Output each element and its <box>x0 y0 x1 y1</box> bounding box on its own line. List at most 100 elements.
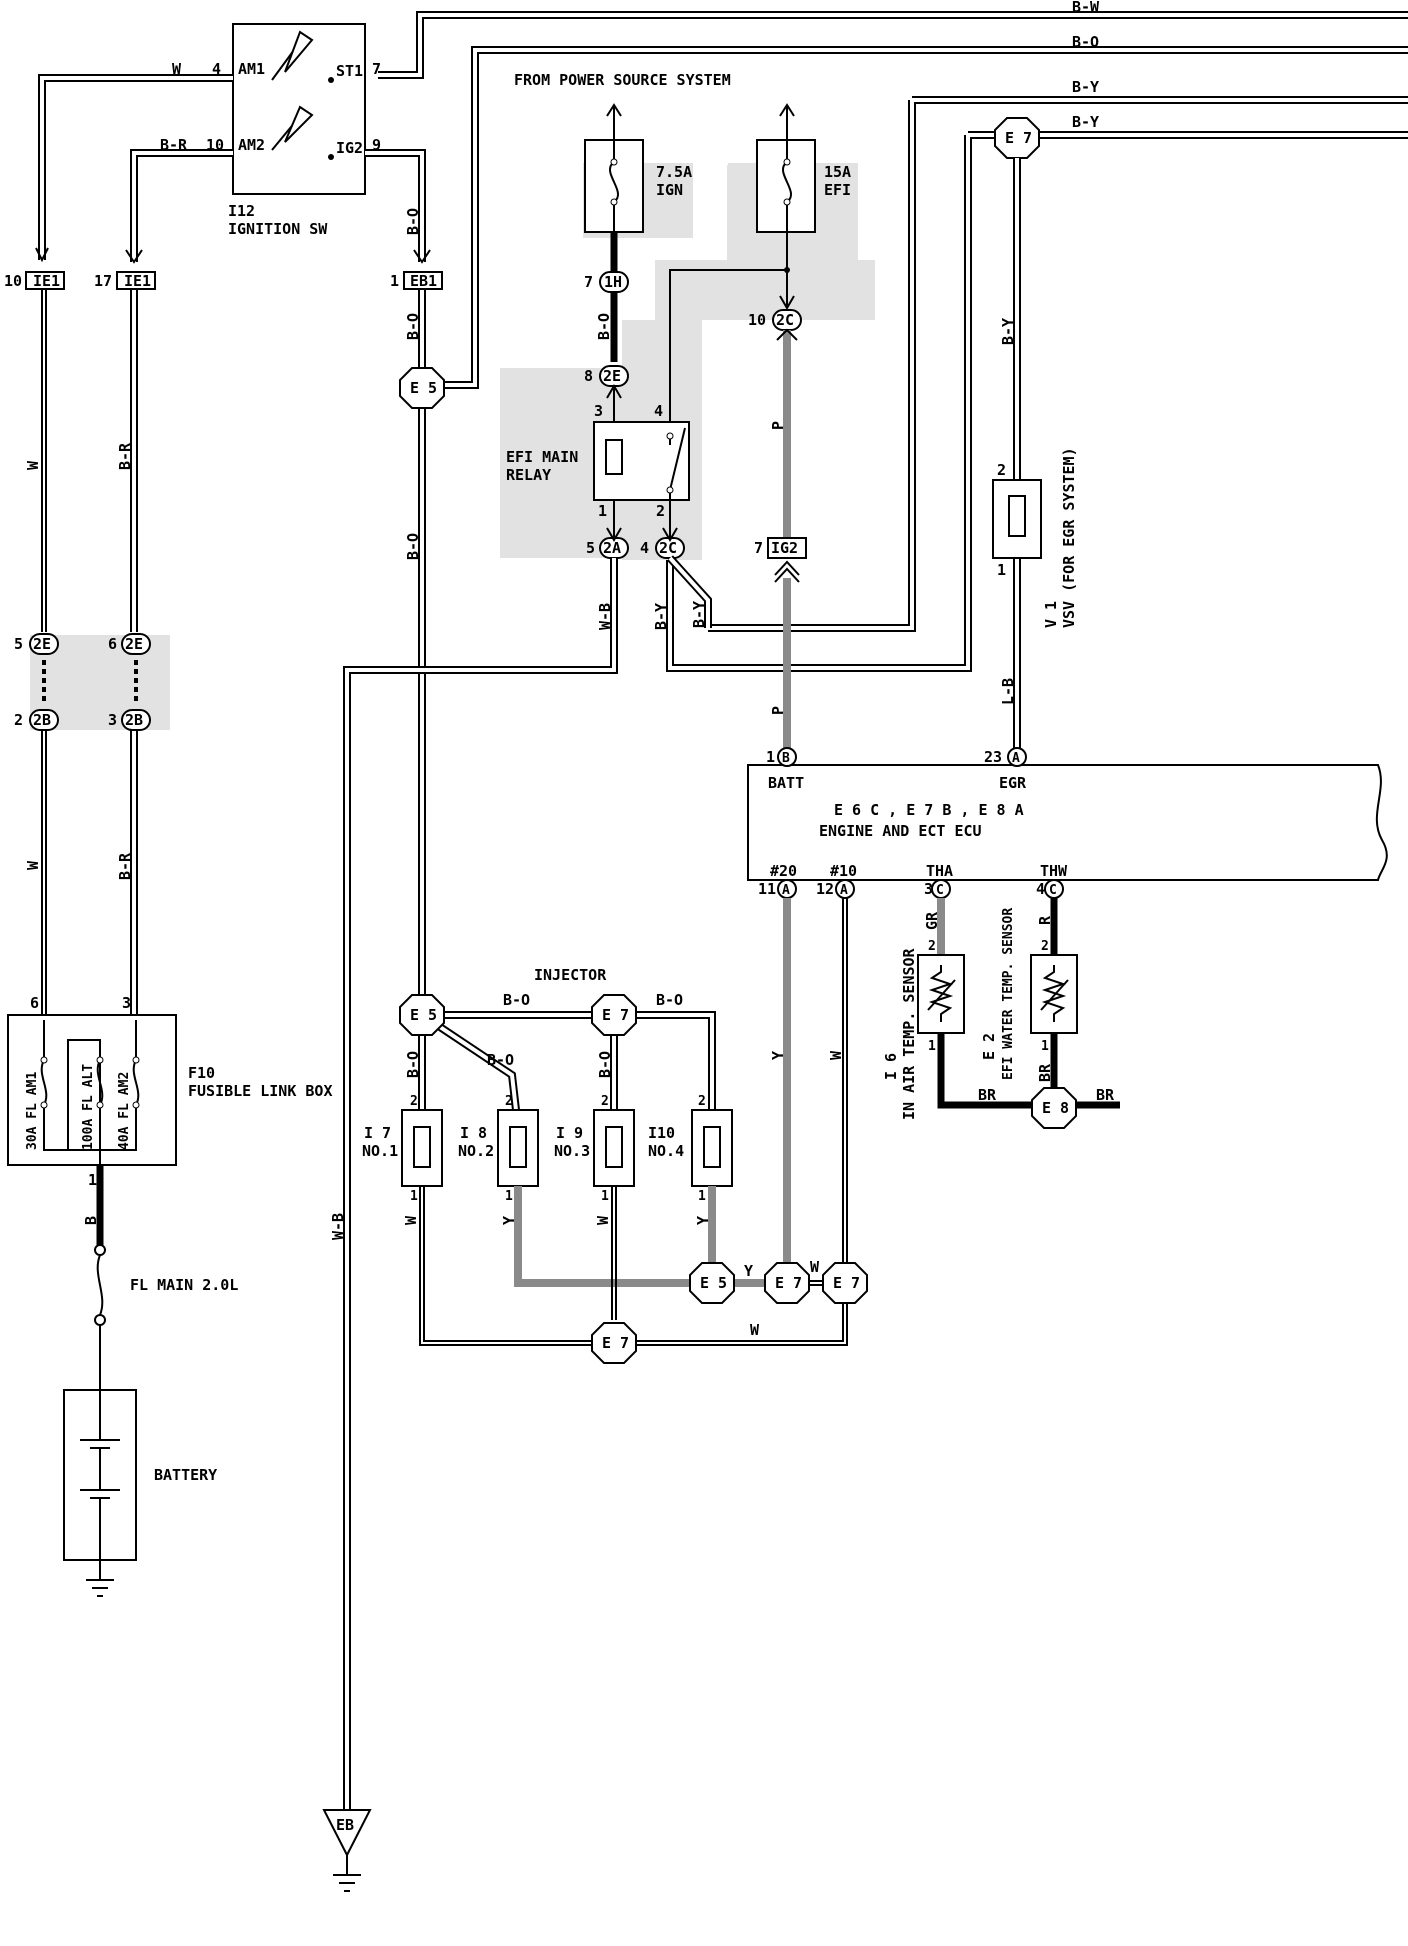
ground-icon <box>86 1560 114 1597</box>
junction-e5-top: E 5 <box>399 367 445 409</box>
ig-pin-st1: ST1 <box>336 62 363 80</box>
svg-text:A: A <box>782 883 790 898</box>
battery-label: BATTERY <box>154 1466 217 1484</box>
wire-label-w-lower: W <box>24 860 42 870</box>
wire-label-br-1: BR <box>978 1086 997 1104</box>
wire-label-br-left: B-R <box>116 442 134 470</box>
ig-pin-am2: AM2 <box>238 136 265 154</box>
svg-text:E 5: E 5 <box>700 1274 727 1292</box>
wire-label-r: R <box>1036 915 1054 925</box>
svg-text:1: 1 <box>601 1189 609 1204</box>
efi-relay-label-1: EFI MAIN <box>506 448 578 466</box>
w-wire-ecu <box>842 898 848 1268</box>
vsv-coil-icon <box>1008 495 1026 537</box>
y-wire-inj-2 <box>514 1186 692 1287</box>
flb-name: FUSIBLE LINK BOX <box>188 1082 333 1100</box>
svg-text:E 7: E 7 <box>833 1274 860 1292</box>
am2-wire <box>125 149 233 1020</box>
svg-text:I 9: I 9 <box>556 1124 583 1142</box>
wire-label-y-link: Y <box>744 1262 753 1280</box>
svg-text:C: C <box>1049 883 1057 898</box>
ecu-pin-tha: THA <box>926 862 953 880</box>
svg-text:1: 1 <box>928 1039 936 1054</box>
svg-text:1H: 1H <box>604 273 622 291</box>
thermistor-icon <box>1041 965 1067 1022</box>
efi-fuse-name: EFI <box>824 181 851 199</box>
svg-text:2: 2 <box>14 711 23 729</box>
wire-label-p-lower: P <box>769 706 787 715</box>
ecu-box <box>747 764 1388 881</box>
wire-label-bo-inj-2: B-O <box>656 991 683 1009</box>
flb-pin-1: 1 <box>88 1171 97 1189</box>
ecu-pin-circle-4: C 4 <box>1036 879 1064 899</box>
ig-pin-7: 7 <box>372 60 381 78</box>
svg-text:B: B <box>782 751 790 766</box>
connector-2b-3: 2B 3 <box>108 709 151 731</box>
ground-icon <box>333 1855 361 1892</box>
ig-pin-am1: AM1 <box>238 60 265 78</box>
power-source-header: FROM POWER SOURCE SYSTEM <box>514 71 731 89</box>
svg-text:4: 4 <box>640 539 649 557</box>
connector-2e-2b-link <box>42 660 138 704</box>
svg-text:2: 2 <box>505 1094 513 1109</box>
ecu-pin-20: #20 <box>770 862 797 880</box>
ecu-pin-10: #10 <box>830 862 857 880</box>
svg-text:7: 7 <box>584 273 593 291</box>
wire-label-wb-lower: W-B <box>329 1213 347 1240</box>
svg-text:4: 4 <box>1036 880 1045 898</box>
svg-text:2: 2 <box>410 1094 418 1109</box>
svg-text:NO.1: NO.1 <box>362 1142 398 1160</box>
svg-text:7: 7 <box>754 539 763 557</box>
wire-label-br-3: BR <box>1096 1086 1115 1104</box>
svg-text:2B: 2B <box>33 711 51 729</box>
svg-text:2A: 2A <box>603 539 621 557</box>
wire-label-bo-low: B-O <box>404 533 422 560</box>
svg-text:E 5: E 5 <box>410 379 437 397</box>
connector-2b-2: 2B 2 <box>14 709 59 731</box>
svg-text:3: 3 <box>108 711 117 729</box>
svg-text:5: 5 <box>586 539 595 557</box>
svg-text:1: 1 <box>505 1189 513 1204</box>
svg-text:E 7: E 7 <box>775 1274 802 1292</box>
junction-e8: E 8 <box>1031 1087 1077 1129</box>
wire-label-w-am1: W <box>172 60 182 78</box>
wire-label-by-2: B-Y <box>690 601 708 628</box>
wire-label-w-ecu: W <box>827 1050 845 1060</box>
ignition-switch-name: IGNITION SW <box>228 220 328 238</box>
ig-pin-9: 9 <box>372 136 381 154</box>
ecu-pin-circle-11: A 11 <box>758 879 797 899</box>
water-temp-sensor-name: EFI WATER TEMP. SENSOR <box>1001 908 1016 1080</box>
svg-text:1: 1 <box>1041 1039 1049 1054</box>
svg-text:E 7: E 7 <box>602 1006 629 1024</box>
injector-coil-icon <box>703 1126 721 1168</box>
wire-label-y-inj2: Y <box>500 1216 518 1225</box>
wire-label-w-link: W <box>810 1258 820 1276</box>
flb-pin-6: 6 <box>30 994 39 1012</box>
junction-e7-bottom: E 7 <box>591 1322 637 1364</box>
ig-pin-4: 4 <box>212 60 221 78</box>
svg-text:E 7: E 7 <box>602 1334 629 1352</box>
svg-text:NO.4: NO.4 <box>648 1142 684 1160</box>
ecu-pin-egr: EGR <box>999 774 1027 792</box>
ecu-pin-circle-3: C 3 <box>924 879 951 899</box>
vsv-name: VSV (FOR EGR SYSTEM) <box>1060 447 1078 628</box>
fl-main-icon <box>94 1244 106 1256</box>
connector-eb1-code: EB1 <box>410 272 437 290</box>
svg-text:2: 2 <box>928 939 936 954</box>
wire-label-by-1: B-Y <box>652 603 670 630</box>
injector-coil-icon <box>509 1126 527 1168</box>
svg-text:A: A <box>1012 751 1020 766</box>
svg-text:8: 8 <box>584 367 593 385</box>
svg-text:6: 6 <box>108 635 117 653</box>
junction-e7-low-1: E 7 <box>764 1262 810 1304</box>
relay-pin-1: 1 <box>598 502 607 520</box>
connector-ie1-b <box>116 271 156 290</box>
svg-text:E 5: E 5 <box>410 1006 437 1024</box>
svg-text:A: A <box>840 883 848 898</box>
efi-relay-label-2: RELAY <box>506 466 551 484</box>
injector-4: 21 I10 NO.4 <box>648 1094 733 1204</box>
connector-ie1-a <box>25 271 65 290</box>
svg-text:2E: 2E <box>33 635 51 653</box>
connector-ie1-b-code: IE1 <box>124 272 151 290</box>
